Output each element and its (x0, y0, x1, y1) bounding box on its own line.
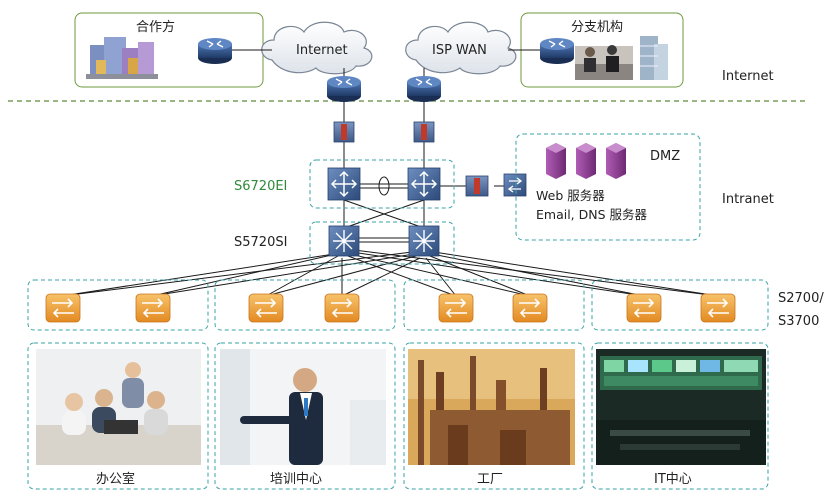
core-switch-group (309, 159, 455, 209)
internet-cloud-icon (261, 21, 373, 75)
access-switch-icon (45, 293, 81, 323)
factory-photo-icon (408, 349, 575, 465)
training-photo-icon (220, 349, 386, 465)
email-dns-server-label: Email, DNS 服务器 (536, 207, 648, 222)
core-switch-label: S6720EI (234, 179, 287, 194)
area-box-factory (403, 342, 585, 490)
access-switch-icon (438, 293, 474, 323)
access-group-3 (403, 279, 585, 331)
partner-label: 合作方 (136, 19, 175, 35)
access-switch-icon (248, 293, 284, 323)
access-switch-icon (700, 293, 736, 323)
partner-router-icon (198, 38, 232, 64)
area-label-office: 办公室 (96, 471, 135, 487)
area-box-it-center (591, 342, 769, 490)
access-switch-label-line2: S3700 (778, 314, 819, 329)
access-group-1 (27, 279, 209, 331)
internet-edge-router-icon (327, 76, 361, 102)
server-icon (546, 143, 566, 179)
aggregation-switch-icon (328, 225, 360, 257)
zone-intranet-label: Intranet (722, 192, 774, 207)
area-label-factory: 工厂 (477, 472, 503, 487)
partner-building-icon (86, 37, 158, 79)
access-group-4 (591, 279, 769, 331)
access-switch-icon (626, 293, 662, 323)
internet-cloud-label: Internet (296, 43, 348, 58)
core-switch-icon (407, 167, 441, 201)
access-switch-icon (512, 293, 548, 323)
dmz-firewall-icon (465, 175, 489, 197)
server-icon (606, 143, 626, 179)
area-label-training: 培训中心 (270, 471, 322, 487)
links (61, 49, 719, 297)
dmz-label: DMZ (650, 149, 680, 164)
firewall-icon (333, 121, 355, 143)
access-switch-icon (135, 293, 171, 323)
access-group-2 (214, 279, 396, 331)
aggregation-switch-icon (408, 225, 440, 257)
web-server-label: Web 服务器 (536, 188, 605, 203)
core-switch-icon (327, 167, 361, 201)
isp-wan-cloud-icon (405, 21, 517, 75)
zone-internet-label: Internet (722, 69, 774, 84)
branch-router-icon (540, 38, 574, 64)
access-switch-label-line1: S2700/ (778, 291, 824, 306)
firewall-icon (413, 121, 435, 143)
area-box-training (214, 342, 396, 490)
link-aggregation-icon (378, 176, 390, 196)
isp-edge-router-icon (407, 76, 441, 102)
isp-cloud-label: ISP WAN (432, 43, 487, 58)
branch-photo-icon (575, 36, 668, 80)
office-photo-icon (36, 349, 201, 465)
it-center-photo-icon (596, 349, 766, 465)
branch-label: 分支机构 (571, 20, 623, 35)
access-switch-icon (324, 293, 360, 323)
aggregation-switch-label: S5720SI (234, 235, 287, 250)
area-box-office (27, 342, 209, 490)
dmz-group (515, 133, 701, 241)
area-label-it-center: IT中心 (654, 472, 692, 487)
dmz-switch-icon (503, 173, 527, 197)
aggregation-switch-group (309, 221, 455, 265)
server-icon (576, 143, 596, 179)
